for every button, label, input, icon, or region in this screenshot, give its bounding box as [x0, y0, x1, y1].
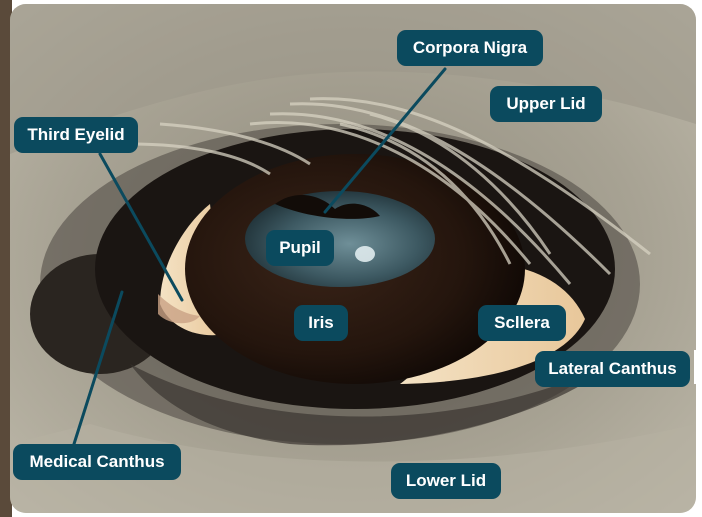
third-eyelid-leader-line: [98, 152, 184, 302]
label-corpora-nigra: Corpora Nigra: [397, 30, 543, 66]
label-third-eyelid: Third Eyelid: [14, 117, 138, 153]
medical-canthus-leader-line: [72, 290, 124, 446]
label-upper-lid: Upper Lid: [490, 86, 602, 122]
eye-photo-frame: [10, 4, 696, 513]
label-sclera: Scllera: [478, 305, 566, 341]
right-edge-gap: [694, 350, 702, 384]
label-lower-lid: Lower Lid: [391, 463, 501, 499]
left-edge-strip: [0, 0, 12, 517]
label-medical-canthus: Medical Canthus: [13, 444, 181, 480]
label-iris: Iris: [294, 305, 348, 341]
corpora-nigra-leader-line: [323, 67, 447, 214]
label-lateral-canthus: Lateral Canthus: [535, 351, 690, 387]
label-pupil: Pupil: [266, 230, 334, 266]
horse-eye-photo: [10, 4, 696, 513]
